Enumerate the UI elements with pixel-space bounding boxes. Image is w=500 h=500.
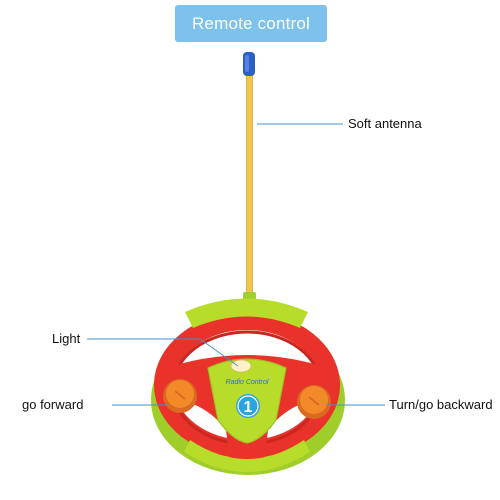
light-callout: Light — [52, 331, 81, 346]
radio-control-label: Radio Control — [226, 379, 269, 386]
backward-callout: Turn/go backward — [389, 397, 493, 412]
antenna — [243, 52, 256, 304]
steering-wheel: 1 Radio Control — [151, 298, 345, 475]
light-leader-line-angled — [199, 338, 239, 367]
channel-badge — [236, 394, 260, 418]
forward-callout: go forward — [22, 397, 84, 412]
title-badge: Remote control — [175, 5, 327, 42]
channel-number: 1 — [244, 399, 253, 416]
backward-button — [297, 385, 331, 419]
leader-lines — [87, 123, 385, 406]
forward-button — [163, 379, 197, 413]
title-text: Remote control — [191, 13, 311, 33]
light-lamp — [230, 359, 252, 373]
antenna-callout: Soft antenna — [348, 116, 422, 131]
